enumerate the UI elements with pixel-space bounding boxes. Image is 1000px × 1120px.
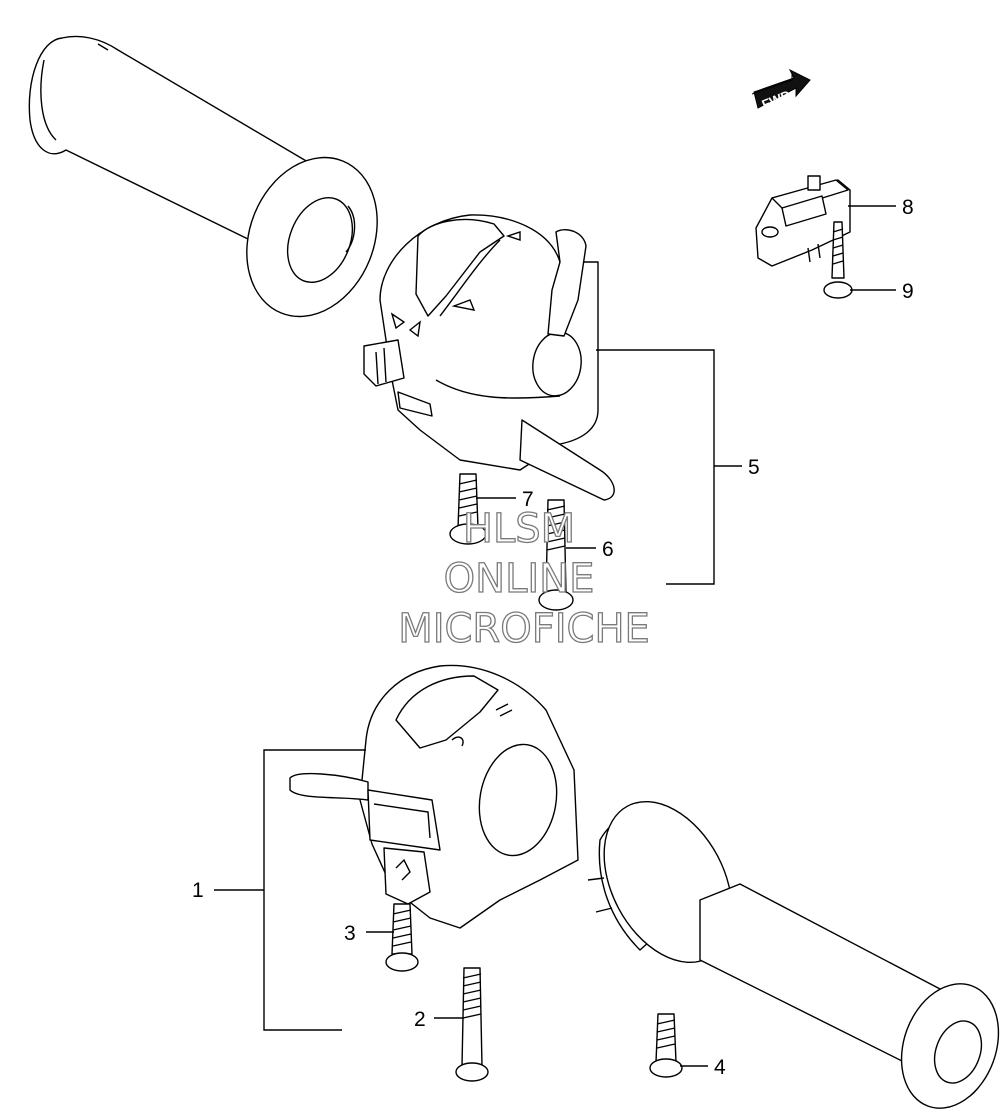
- forward-direction-arrow: FWD: [751, 68, 811, 112]
- callout-5: 5: [748, 456, 760, 479]
- part-7-screw: [449, 473, 487, 545]
- part-8-switch: [755, 175, 851, 267]
- part-2-screw: [455, 967, 489, 1082]
- watermark: HLSM ONLINE MICROFICHE: [398, 505, 651, 652]
- part-5-left-switch-housing: [363, 214, 615, 501]
- callout-3: 3: [344, 922, 356, 945]
- left-handlebar-grip: [28, 35, 378, 318]
- leader-lines: [214, 205, 896, 1067]
- callout-numbers: 1 2 3 4 5 6 7 8 9: [192, 196, 914, 1079]
- callout-6: 6: [602, 538, 614, 561]
- watermark-line-1: HLSM: [463, 506, 575, 552]
- watermark-line-3: MICROFICHE: [398, 606, 650, 652]
- callout-2: 2: [414, 1008, 426, 1031]
- part-3-screw: [385, 903, 419, 972]
- callout-9: 9: [902, 280, 914, 303]
- part-1-right-switch-housing: [289, 664, 579, 929]
- callout-8: 8: [902, 196, 914, 219]
- right-throttle-grip: [587, 800, 1000, 1109]
- callout-7: 7: [522, 488, 534, 511]
- callout-4: 4: [714, 1056, 726, 1079]
- callout-1: 1: [192, 879, 204, 902]
- watermark-line-2: ONLINE: [444, 556, 595, 602]
- part-6-screw: [538, 499, 574, 611]
- part-4-screw: [649, 1013, 683, 1078]
- part-9-screw: [823, 221, 853, 299]
